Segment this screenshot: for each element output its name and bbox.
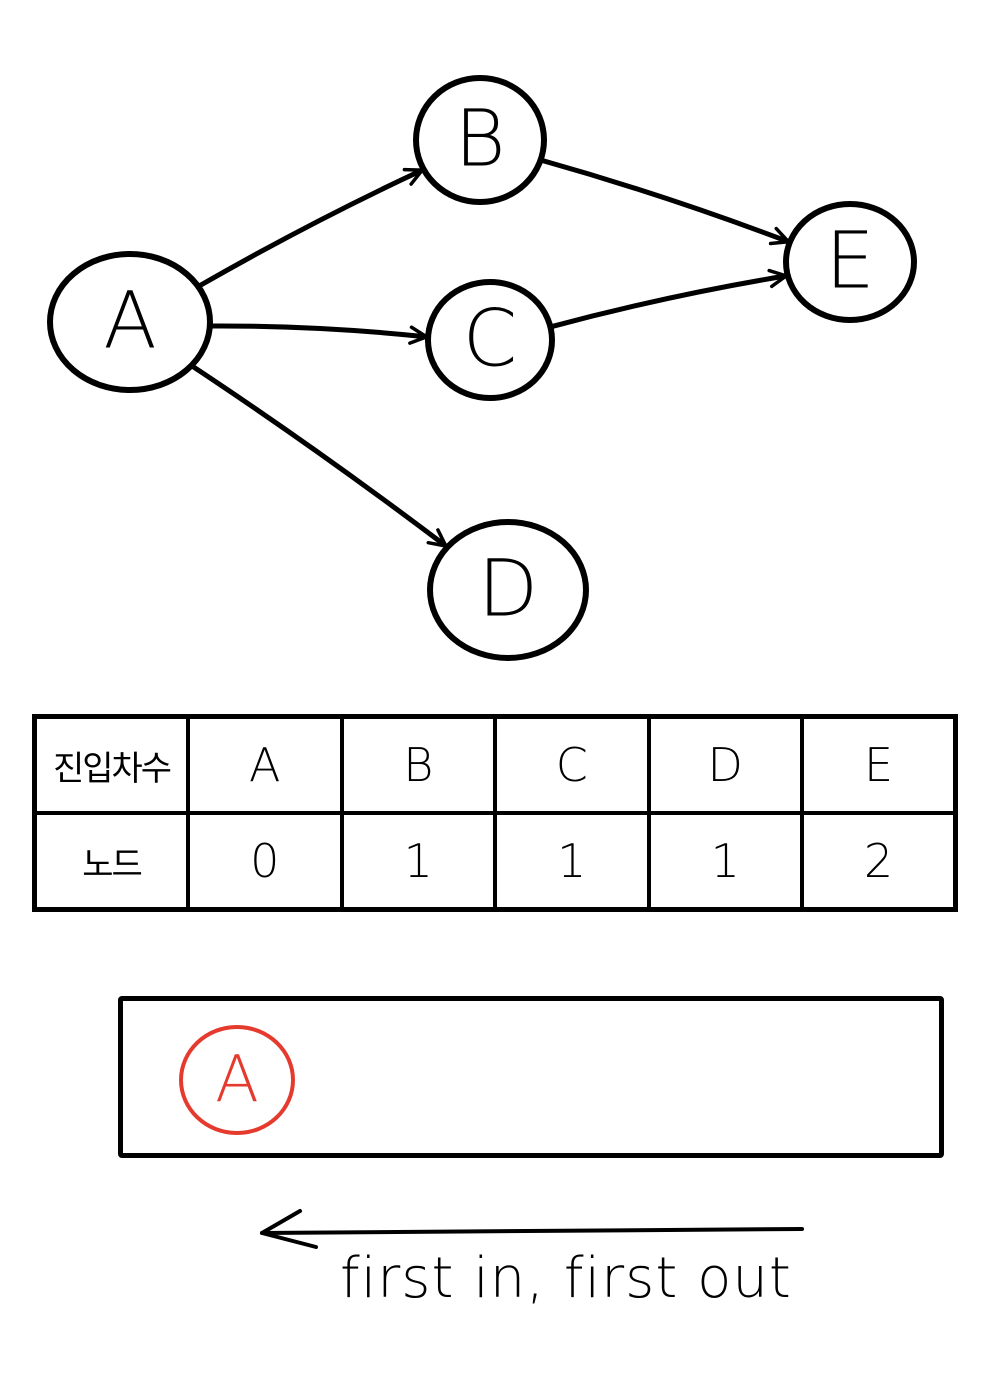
table-cell: 2 — [800, 811, 958, 912]
table-header-label: 진입차수 — [32, 714, 190, 815]
table-row-label: 노드 — [32, 811, 190, 912]
left-arrow-icon — [260, 1209, 804, 1249]
fifo-caption: first in, first out — [340, 1246, 792, 1311]
edge-A-C — [207, 323, 429, 345]
node-A: A — [47, 251, 213, 393]
table-header-row: 진입차수 A B C D E — [32, 714, 958, 815]
node-circle — [47, 251, 213, 393]
edges-layer — [188, 157, 791, 548]
indegree-table: 진입차수 A B C D E 노드 0 1 1 1 2 — [32, 714, 958, 912]
node-E: E — [783, 201, 917, 323]
node-B: B — [413, 75, 547, 205]
table-column-header: D — [646, 714, 804, 815]
table-cell: 1 — [493, 811, 651, 912]
node-circle — [425, 279, 555, 401]
node-circle — [427, 519, 589, 661]
node-label: A — [103, 277, 156, 367]
node-circle — [783, 201, 917, 323]
node-circle — [413, 75, 547, 205]
node-C: C — [425, 279, 555, 401]
edge-A-B — [195, 167, 425, 290]
table-cell: 0 — [186, 811, 344, 912]
node-D: D — [427, 519, 589, 661]
node-label: B — [454, 95, 505, 185]
table-cell: 1 — [646, 811, 804, 912]
table-column-header: A — [186, 714, 344, 815]
table-column-header: E — [800, 714, 958, 815]
edge-B-E — [538, 157, 791, 246]
table-column-header: C — [493, 714, 651, 815]
graph-diagram: A B C D E — [47, 75, 917, 661]
table-cell: 1 — [339, 811, 497, 912]
queue-box: A — [118, 996, 944, 1158]
edge-C-E — [547, 268, 789, 330]
table-row: 노드 0 1 1 1 2 — [32, 811, 958, 912]
queue-item: A — [179, 1025, 295, 1135]
table-column-header: B — [339, 714, 497, 815]
node-label: D — [478, 545, 538, 635]
nodes-layer: A B C D E — [47, 75, 917, 661]
edge-A-D — [188, 363, 448, 548]
node-label: E — [825, 217, 874, 307]
node-label: C — [463, 295, 517, 385]
